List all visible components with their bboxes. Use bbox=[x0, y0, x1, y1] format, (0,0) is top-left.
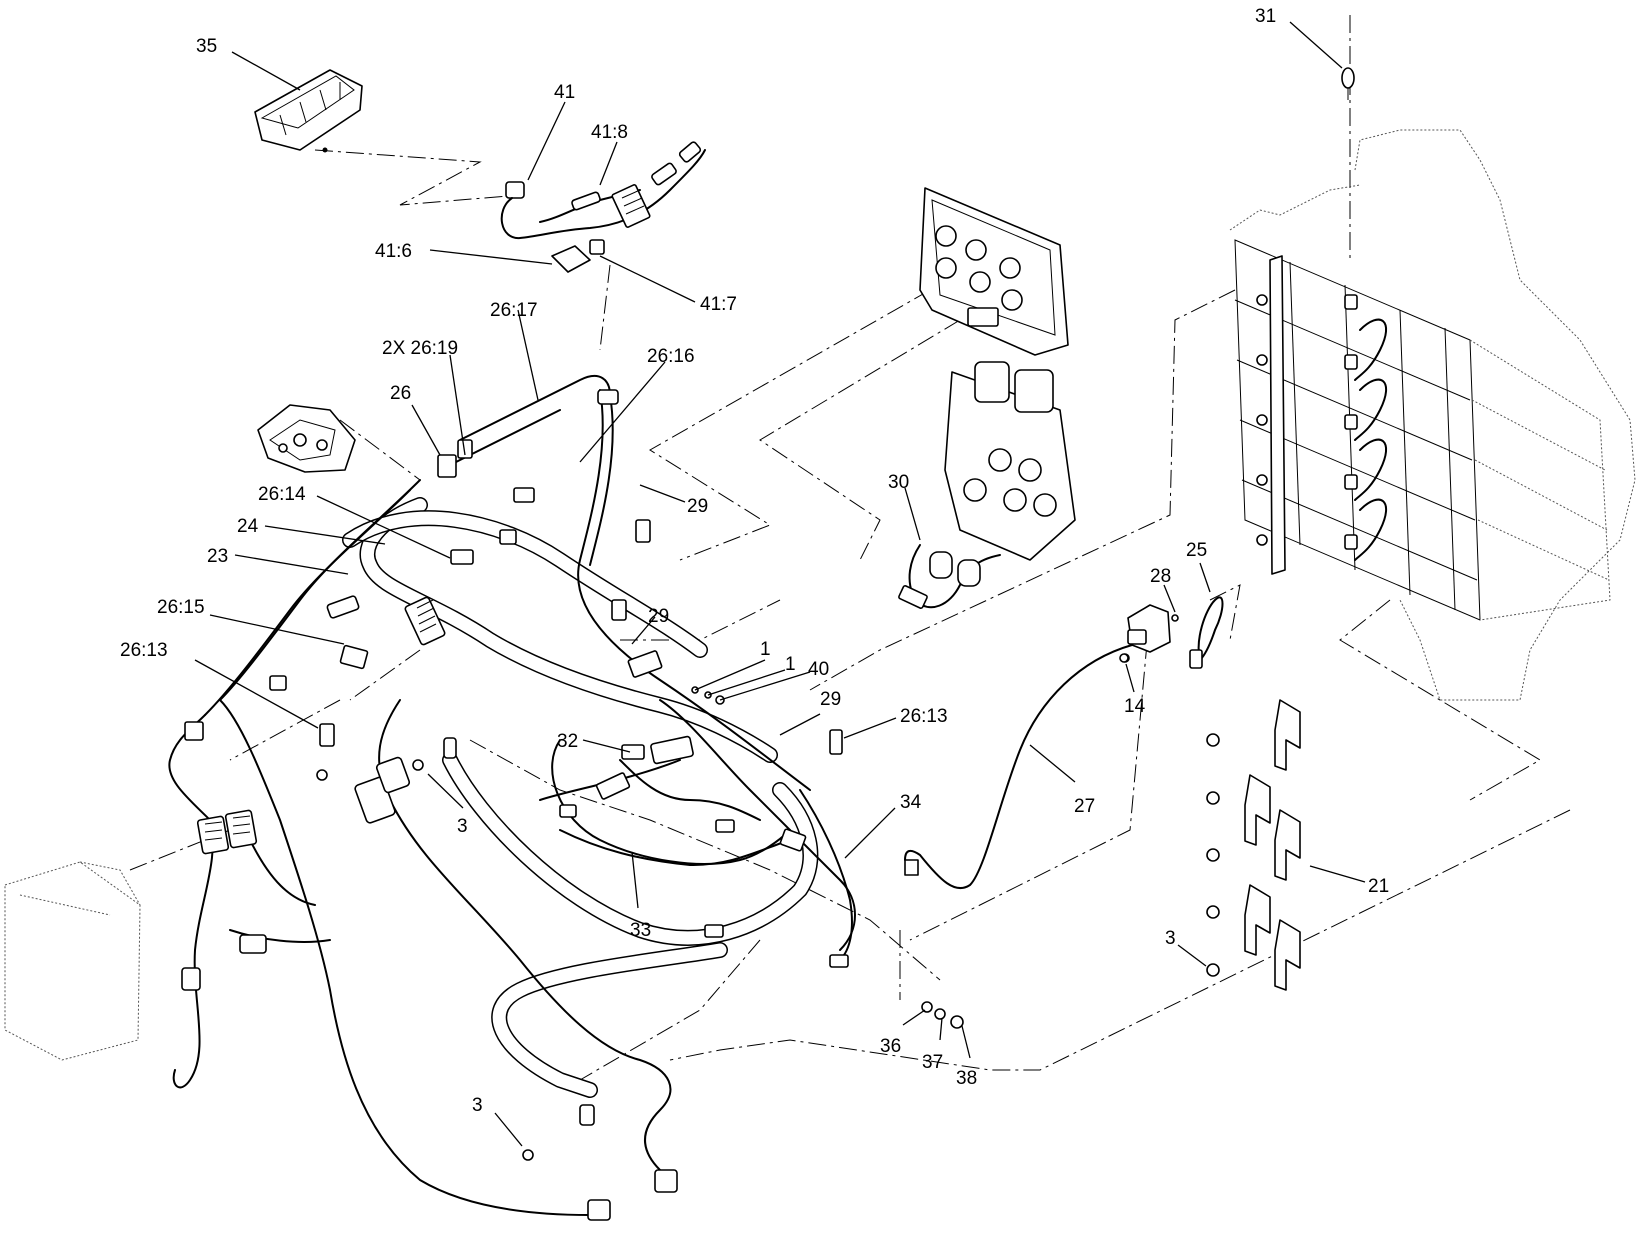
label-28: 28 bbox=[1150, 566, 1171, 587]
frame-grid bbox=[1234, 239, 1611, 621]
part-27-switch-harness bbox=[904, 604, 1179, 890]
label-26-17: 26:17 bbox=[490, 300, 538, 321]
bolts-3 bbox=[1206, 733, 1220, 977]
label-35: 35 bbox=[196, 36, 217, 57]
assembly-dash-lines bbox=[129, 15, 1571, 1081]
part-30-valve-block bbox=[898, 187, 1076, 609]
label-41: 41 bbox=[554, 82, 575, 103]
label-3b: 3 bbox=[1165, 928, 1176, 949]
label-32: 32 bbox=[557, 731, 578, 752]
callout-labels: 35 41 41:8 41:6 41:7 26:17 2X 26:19 26:1… bbox=[120, 6, 1389, 1116]
label-25: 25 bbox=[1186, 540, 1207, 561]
label-41-8: 41:8 bbox=[591, 122, 628, 143]
valve-sender bbox=[257, 404, 356, 473]
label-40: 40 bbox=[808, 659, 829, 680]
label-26-13a: 26:13 bbox=[120, 640, 168, 661]
part-21-brackets bbox=[1206, 699, 1301, 991]
label-27: 27 bbox=[1074, 796, 1095, 817]
label-41-6: 41:6 bbox=[375, 241, 412, 262]
label-3c: 3 bbox=[472, 1095, 483, 1116]
label-38: 38 bbox=[956, 1068, 977, 1089]
frame-assembly bbox=[1229, 129, 1636, 701]
label-31: 31 bbox=[1255, 6, 1276, 27]
harness-connectors bbox=[181, 389, 849, 1221]
label-36: 36 bbox=[880, 1036, 901, 1057]
label-26-13b: 26:13 bbox=[900, 706, 948, 727]
label-33: 33 bbox=[630, 920, 651, 941]
label-26-14: 26:14 bbox=[258, 484, 306, 505]
label-26-15: 26:15 bbox=[157, 597, 205, 618]
label-1b: 1 bbox=[785, 654, 796, 675]
label-34: 34 bbox=[900, 792, 922, 813]
leader-lines bbox=[194, 21, 1366, 1147]
label-41-7: 41:7 bbox=[700, 294, 737, 315]
main-harness bbox=[168, 375, 856, 1216]
hardware bbox=[316, 653, 1129, 1161]
part-35-light-bar bbox=[254, 69, 363, 153]
label-29c: 29 bbox=[820, 689, 841, 710]
label-24: 24 bbox=[237, 516, 259, 537]
part-25-sensor bbox=[1189, 596, 1224, 669]
label-26: 26 bbox=[390, 383, 411, 404]
display-unit bbox=[4, 861, 141, 1061]
label-29a: 29 bbox=[687, 496, 708, 517]
label-21: 21 bbox=[1368, 876, 1389, 897]
label-29b: 29 bbox=[648, 606, 669, 627]
label-14: 14 bbox=[1124, 696, 1146, 717]
label-2x-26-19: 2X 26:19 bbox=[382, 338, 458, 359]
part-41-harness bbox=[500, 141, 706, 273]
part-31-eye-bolt bbox=[1341, 67, 1355, 100]
label-26-16: 26:16 bbox=[647, 346, 695, 367]
label-23: 23 bbox=[207, 546, 228, 567]
label-1a: 1 bbox=[760, 639, 771, 660]
label-30: 30 bbox=[888, 472, 909, 493]
label-3a: 3 bbox=[457, 816, 468, 837]
label-37: 37 bbox=[922, 1052, 943, 1073]
